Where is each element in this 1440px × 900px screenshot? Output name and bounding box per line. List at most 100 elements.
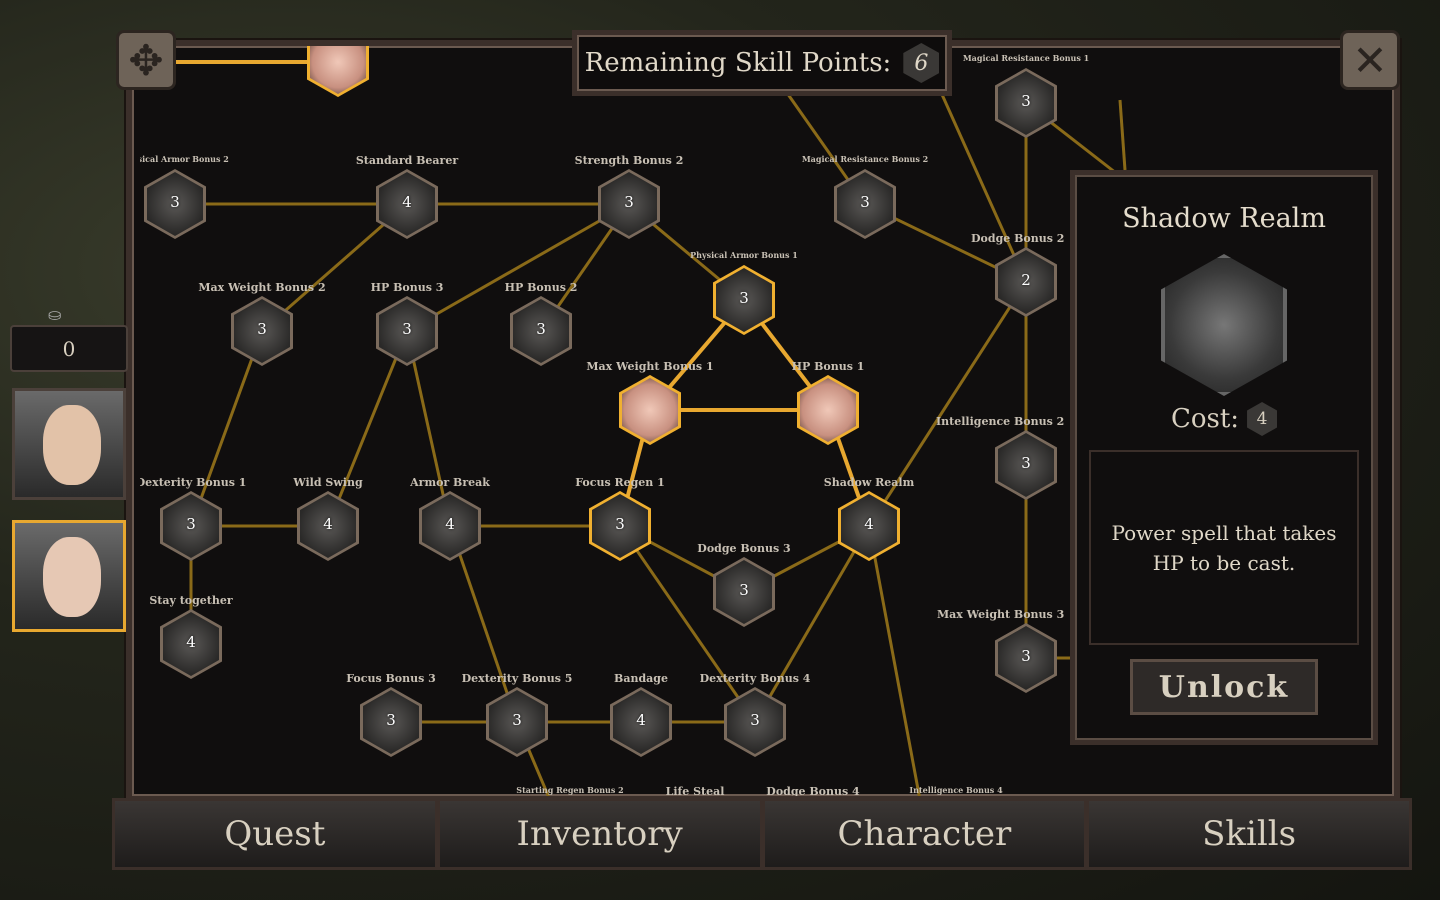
skill-points-value: 6 [903, 43, 940, 83]
skill-connection [938, 89, 1028, 283]
skill-node[interactable]: 4 [160, 609, 222, 679]
skill-node[interactable]: 3 [995, 623, 1057, 693]
skill-node[interactable]: 4 [838, 491, 900, 561]
skill-node[interactable]: 3 [144, 169, 206, 239]
skill-connection [867, 525, 921, 796]
skill-node[interactable]: 4 [419, 491, 481, 561]
bottom-tabs: Quest Inventory Character Skills [112, 798, 1412, 870]
skill-cost: 3 [1021, 647, 1031, 665]
skill-cost: 3 [170, 193, 180, 211]
skill-node[interactable]: 3 [995, 68, 1057, 138]
skill-node[interactable] [797, 375, 859, 445]
skill-cost: 2 [1021, 271, 1031, 289]
skill-icon [486, 687, 548, 757]
skill-icon [610, 687, 672, 757]
skill-cost: 3 [615, 515, 625, 533]
coin-value: 0 [62, 336, 76, 361]
skill-label: Bandage [614, 672, 668, 685]
skill-cost: 3 [257, 320, 267, 338]
skill-label: Dodge Bonus 2 [971, 232, 1065, 245]
skill-icon [160, 609, 222, 679]
shadow-realm-icon [1161, 254, 1287, 396]
skill-cost: 3 [512, 711, 522, 729]
skill-label: Dodge Bonus 4 [766, 785, 860, 796]
skill-label: Magical Resistance Bonus 2 [801, 154, 929, 164]
skill-label: Dexterity Bonus 1 [140, 476, 247, 489]
skill-cost: 3 [739, 581, 749, 599]
skill-node[interactable]: 3 [589, 491, 651, 561]
party-member-portrait-2-selected[interactable] [12, 520, 126, 632]
skill-icon [713, 557, 775, 627]
skill-node[interactable]: 3 [713, 557, 775, 627]
skill-node[interactable]: 3 [231, 296, 293, 366]
skill-connection [448, 525, 519, 723]
skill-node[interactable]: 3 [995, 430, 1057, 500]
skill-node[interactable]: 3 [376, 296, 438, 366]
party-member-portrait-1[interactable] [12, 388, 126, 500]
skill-node[interactable]: 3 [834, 169, 896, 239]
skill-icon [619, 375, 681, 445]
skill-label: Focus Regen 1 [575, 476, 665, 489]
skill-detail-title: Shadow Realm [1122, 203, 1326, 234]
skill-node[interactable]: 3 [598, 169, 660, 239]
skill-cost: 3 [1021, 92, 1031, 110]
skill-detail-cost: Cost: 4 [1075, 402, 1373, 436]
skill-connection [867, 281, 1028, 527]
skill-label: Physical Armor Bonus 1 [690, 250, 798, 260]
skill-node[interactable]: 4 [376, 169, 438, 239]
tab-inventory[interactable]: Inventory [439, 801, 765, 867]
skill-cost: 3 [750, 711, 760, 729]
coin-counter: 0 [10, 325, 128, 372]
skill-icon [307, 46, 369, 97]
skill-label: Standard Bearer [355, 154, 459, 167]
skill-icon [995, 623, 1057, 693]
skill-cost: 4 [186, 633, 196, 651]
skill-label: Wild Swing [293, 476, 363, 489]
skill-label: Dexterity Bonus 4 [699, 672, 811, 685]
tab-skills[interactable]: Skills [1089, 801, 1409, 867]
skill-label: HP Bonus 3 [370, 281, 444, 294]
skill-detail-panel: Shadow Realm Cost: 4 Power spell that ta… [1070, 170, 1378, 745]
skill-label: Dexterity Bonus 5 [461, 672, 573, 685]
skill-label: Stay together [149, 594, 233, 607]
skill-node[interactable]: 3 [510, 296, 572, 366]
skill-node[interactable]: 3 [486, 687, 548, 757]
skill-node[interactable]: 2 [995, 247, 1057, 317]
skill-node[interactable]: 3 [360, 687, 422, 757]
skill-icon [376, 169, 438, 239]
skill-description: Power spell that takes HP to be cast. [1089, 450, 1359, 645]
skill-node[interactable]: 3 [724, 687, 786, 757]
skill-cost: 3 [624, 193, 634, 211]
tab-character[interactable]: Character [764, 801, 1090, 867]
cost-value: 4 [1247, 402, 1278, 436]
skill-icon [797, 375, 859, 445]
unlock-button[interactable]: Unlock [1130, 659, 1318, 715]
close-icon: ✕ [1352, 35, 1388, 85]
skill-cost: 3 [860, 193, 870, 211]
skill-label: Life Steal [665, 785, 725, 796]
skill-cost: 4 [445, 515, 455, 533]
skill-icon [360, 687, 422, 757]
tab-quest[interactable]: Quest [115, 801, 440, 867]
coins-icon: ⛀ [48, 305, 62, 324]
skill-connection [326, 330, 409, 527]
skill-label: HP Bonus 1 [791, 360, 865, 373]
skill-label: Armor Break [410, 476, 490, 489]
skill-icon [144, 169, 206, 239]
skill-cost: 3 [386, 711, 396, 729]
close-button[interactable]: ✕ [1340, 30, 1400, 90]
skill-node[interactable]: 4 [610, 687, 672, 757]
skill-label: Physical Armor Bonus 2 [140, 154, 229, 164]
ornament-icon: ✥ [116, 30, 176, 90]
skill-connection [618, 525, 757, 723]
skill-node[interactable]: 4 [297, 491, 359, 561]
skill-node[interactable]: 3 [160, 491, 222, 561]
skill-node[interactable]: 3 [713, 265, 775, 335]
skill-points-header: Remaining Skill Points: 6 [572, 30, 952, 96]
skill-node[interactable] [307, 46, 369, 97]
skill-label: Max Weight Bonus 2 [198, 281, 326, 294]
skill-cost: 3 [402, 320, 412, 338]
skill-connection [753, 525, 871, 723]
skill-node[interactable] [619, 375, 681, 445]
